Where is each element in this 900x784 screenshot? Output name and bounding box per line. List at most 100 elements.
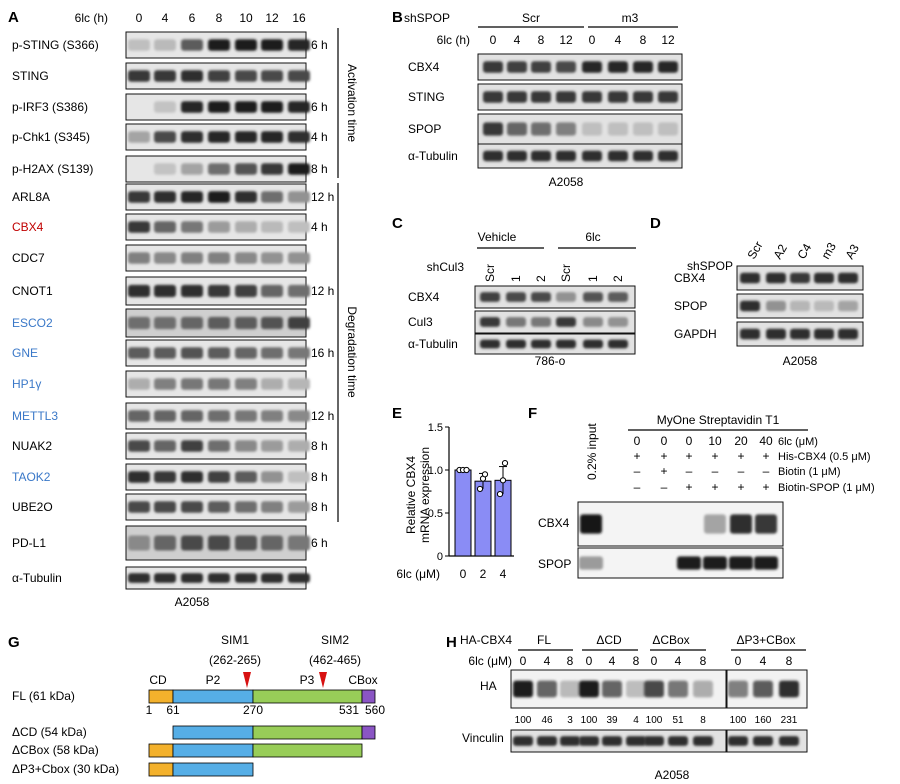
h-dose: 0: [651, 654, 658, 668]
a-blot-7-band: [261, 252, 283, 264]
a-blot-7-band: [208, 252, 230, 264]
a-blot-4-band: [154, 163, 176, 175]
a-blot-17-band: [288, 573, 310, 583]
a-blot-6: [125, 213, 310, 241]
a-blot-6-band: [235, 221, 257, 233]
c-blot-1-band: [506, 317, 526, 327]
a-row-label: ESCO2: [12, 316, 53, 330]
a-blot-15-band: [181, 501, 203, 513]
a-row-label: p-IRF3 (S386): [12, 100, 88, 114]
c-blot-2-band: [506, 339, 526, 349]
f-blot-1-band: [579, 556, 603, 570]
c-blot-0-frame: [474, 285, 636, 309]
h-blot-ha-1-band: [513, 680, 533, 698]
a-blot-16-band: [154, 535, 176, 551]
b-blot-2-band: [658, 122, 678, 136]
a-blot-7-band: [288, 252, 310, 264]
a-blot-7-band: [235, 252, 257, 264]
a-blot-4-band: [288, 163, 310, 175]
a-blot-0-band: [128, 39, 150, 51]
g-domain-segment: [361, 689, 376, 704]
c-blot-1-band: [583, 317, 603, 327]
a-blot-5-band: [154, 191, 176, 203]
h-dose: 0: [586, 654, 593, 668]
f-cond-value: –: [634, 464, 641, 478]
f-bead-label: MyOne Streptavidin T1: [657, 413, 780, 427]
a-blot-9: [125, 308, 310, 338]
a-blot-1-band: [288, 70, 310, 82]
a-blot-0: [125, 31, 310, 59]
f-cond-label: His-CBX4 (0.5 μM): [778, 451, 871, 463]
d-blot-2-band: [740, 328, 760, 340]
panel-letter-a: A: [8, 9, 19, 26]
panel-letter-c: C: [392, 215, 403, 232]
a-row-label: STING: [12, 69, 49, 83]
a-blot-17-band: [154, 573, 176, 583]
g-domain-segment: [361, 725, 376, 740]
h-blot-ha-2-band: [753, 680, 773, 698]
a-blot-2-band: [235, 101, 257, 113]
panel-letter-h: H: [446, 634, 457, 651]
a-blot-14-band: [235, 471, 257, 483]
a-blot-8-band: [235, 284, 257, 298]
f-cond-value: +: [660, 449, 667, 463]
a-blot-11-band: [128, 378, 150, 390]
a-blot-9-band: [128, 316, 150, 330]
e-ytick-label: 0.5: [428, 508, 443, 520]
d-blot-0: [736, 265, 864, 291]
h-blot-ha-1-band: [644, 680, 664, 698]
c-row-label: Cul3: [408, 315, 433, 329]
a-row-time: 6 h: [311, 38, 328, 52]
f-cond-value: +: [762, 449, 769, 463]
f-cond-value: 0: [686, 434, 693, 448]
a-blot-8-band: [128, 284, 150, 298]
a-blot-0-band: [261, 39, 283, 51]
a-blot-12: [125, 402, 310, 430]
a-blot-10: [125, 339, 310, 367]
f-cond-value: 40: [759, 434, 773, 448]
c-blot-1: [474, 310, 636, 334]
c-lane-label: 2: [534, 275, 548, 282]
b-blot-1-band: [531, 91, 551, 103]
h-blot-vinc-2-band: [779, 736, 799, 746]
a-blot-7-band: [154, 252, 176, 264]
a-blot-12-band: [288, 410, 310, 422]
b-header: shSPOP: [404, 11, 450, 25]
b-blot-2-band: [507, 122, 527, 136]
a-blot-10-band: [288, 347, 310, 359]
f-cond-value: –: [763, 464, 770, 478]
a-blot-13-band: [128, 440, 150, 452]
h-blot-ha-1: [510, 669, 727, 709]
a-blot-5-band: [235, 191, 257, 203]
a-timepoint: 4: [162, 11, 169, 25]
a-blot-14-band: [128, 471, 150, 483]
c-blot-1-frame: [474, 310, 636, 334]
h-quant-value: 100: [515, 715, 532, 726]
g-domain-segment: [252, 725, 363, 740]
c-lane-label: 2: [611, 275, 625, 282]
a-blot-9-band: [261, 316, 283, 330]
b-blot-1-band: [633, 91, 653, 103]
b-blot-2: [477, 113, 683, 145]
b-blot-0-band: [507, 61, 527, 73]
h-blot-ha-1-band: [560, 680, 580, 698]
b-blot-0-band: [608, 61, 628, 73]
a-blot-4-band: [181, 163, 203, 175]
a-blot-1-band: [128, 70, 150, 82]
c-blot-0: [474, 285, 636, 309]
b-blot-2-band: [483, 122, 503, 136]
a-timepoint: 8: [216, 11, 223, 25]
a-blot-14-band: [154, 471, 176, 483]
f-input-label: 0.2% input: [585, 423, 599, 480]
b-blot-0: [477, 53, 683, 81]
a-blot-2-band: [288, 101, 310, 113]
a-blot-11-band: [154, 378, 176, 390]
d-blot-2-band: [838, 328, 858, 340]
b-blot-2-band: [633, 122, 653, 136]
a-blot-14-band: [288, 471, 310, 483]
h-blot-ha-2-band: [728, 680, 748, 698]
